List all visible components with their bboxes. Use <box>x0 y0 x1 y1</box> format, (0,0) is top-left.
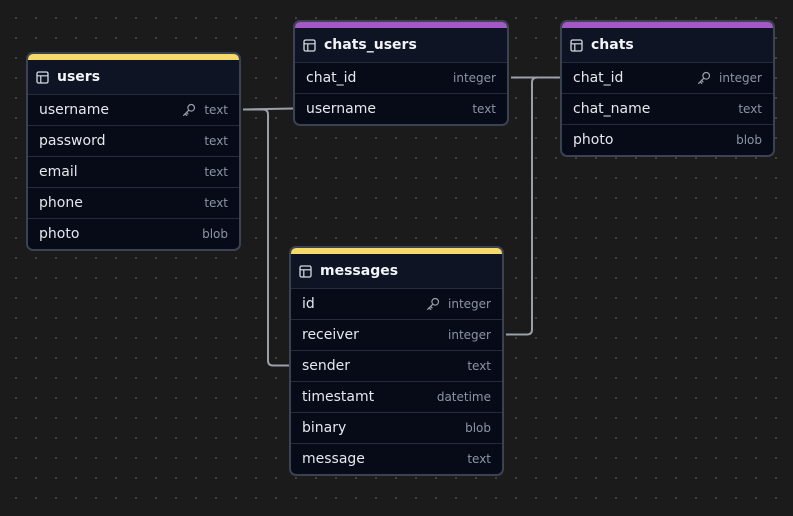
field-name: sender <box>302 358 351 374</box>
field-row-username[interactable]: username text <box>28 95 239 126</box>
field-meta: text <box>204 165 228 179</box>
relationship-users-messages <box>243 108 289 367</box>
field-row-receiver[interactable]: receiver integer <box>291 320 502 351</box>
table-header[interactable]: chats <box>562 28 773 63</box>
field-meta: text <box>738 102 762 116</box>
field-type: text <box>204 165 228 179</box>
field-type: integer <box>719 71 762 85</box>
field-type: integer <box>448 297 491 311</box>
field-meta: text <box>182 103 228 117</box>
field-row-username[interactable]: username text <box>295 94 507 124</box>
field-type: blob <box>465 421 491 435</box>
field-type: integer <box>453 71 496 85</box>
field-type: integer <box>448 328 491 342</box>
field-row-chat-name[interactable]: chat_name text <box>562 94 773 125</box>
key-icon <box>427 297 440 310</box>
field-meta: integer <box>448 328 491 342</box>
table-chats-users[interactable]: chats_users chat_id integer username text <box>293 20 509 126</box>
field-type: text <box>467 452 491 466</box>
table-title: users <box>57 69 101 85</box>
relationship-users-chats-users <box>242 107 294 111</box>
field-row-binary[interactable]: binary blob <box>291 413 502 444</box>
field-name: message <box>302 451 365 467</box>
field-name: email <box>39 164 78 180</box>
field-row-photo[interactable]: photo blob <box>562 125 773 155</box>
field-name: id <box>302 296 315 312</box>
field-row-email[interactable]: email text <box>28 157 239 188</box>
field-meta: blob <box>202 227 228 241</box>
field-meta: text <box>204 196 228 210</box>
table-messages[interactable]: messages id integer receiver integer sender te… <box>289 246 504 476</box>
field-meta: datetime <box>437 390 491 404</box>
table-chats[interactable]: chats chat_id integer chat_name text photo blo… <box>560 20 775 157</box>
field-name: timestamt <box>302 389 375 405</box>
field-type: text <box>204 134 228 148</box>
field-meta: blob <box>736 133 762 147</box>
field-name: username <box>306 101 376 117</box>
field-meta: text <box>204 134 228 148</box>
field-type: text <box>204 103 228 117</box>
field-meta: text <box>472 102 496 116</box>
table-icon <box>570 38 583 52</box>
relationship-messages-chats <box>506 76 560 336</box>
table-header[interactable]: messages <box>291 254 502 289</box>
table-title: messages <box>320 263 399 279</box>
field-meta: integer <box>453 71 496 85</box>
field-name: chat_name <box>573 101 651 117</box>
field-type: text <box>204 196 228 210</box>
field-name: chat_id <box>306 70 357 86</box>
field-row-chat-id[interactable]: chat_id integer <box>562 63 773 94</box>
field-row-timestamt[interactable]: timestamt datetime <box>291 382 502 413</box>
table-accent-bar <box>28 54 239 60</box>
field-name: username <box>39 102 109 118</box>
field-row-chat-id[interactable]: chat_id integer <box>295 63 507 94</box>
field-row-sender[interactable]: sender text <box>291 351 502 382</box>
field-row-phone[interactable]: phone text <box>28 188 239 219</box>
field-type: datetime <box>436 390 491 404</box>
table-header[interactable]: chats_users <box>295 28 507 63</box>
key-icon <box>698 71 711 84</box>
field-row-password[interactable]: password text <box>28 126 239 157</box>
field-name: photo <box>573 132 614 148</box>
field-type: text <box>738 102 762 116</box>
table-title: chats_users <box>324 37 417 53</box>
table-icon <box>36 70 49 84</box>
field-name: photo <box>39 226 80 242</box>
field-name: password <box>39 133 106 149</box>
field-type: blob <box>736 133 762 147</box>
field-row-photo[interactable]: photo blob <box>28 219 239 249</box>
table-accent-bar <box>562 22 773 28</box>
field-type: text <box>472 102 496 116</box>
table-header[interactable]: users <box>28 60 239 95</box>
field-name: receiver <box>302 327 359 343</box>
field-meta: integer <box>697 71 762 85</box>
table-title: chats <box>591 37 634 53</box>
field-meta: text <box>467 452 491 466</box>
field-name: binary <box>302 420 347 436</box>
field-meta: integer <box>426 297 491 311</box>
field-name: chat_id <box>573 70 624 86</box>
field-type: text <box>467 359 491 373</box>
table-accent-bar <box>291 248 502 254</box>
field-row-message[interactable]: message text <box>291 444 502 474</box>
field-meta: blob <box>465 421 491 435</box>
field-name: phone <box>39 195 83 211</box>
field-row-id[interactable]: id integer <box>291 289 502 320</box>
table-icon <box>299 264 312 278</box>
field-meta: text <box>467 359 491 373</box>
key-icon <box>183 103 196 116</box>
field-type: blob <box>202 227 228 241</box>
table-accent-bar <box>295 22 507 28</box>
table-icon <box>303 38 316 52</box>
